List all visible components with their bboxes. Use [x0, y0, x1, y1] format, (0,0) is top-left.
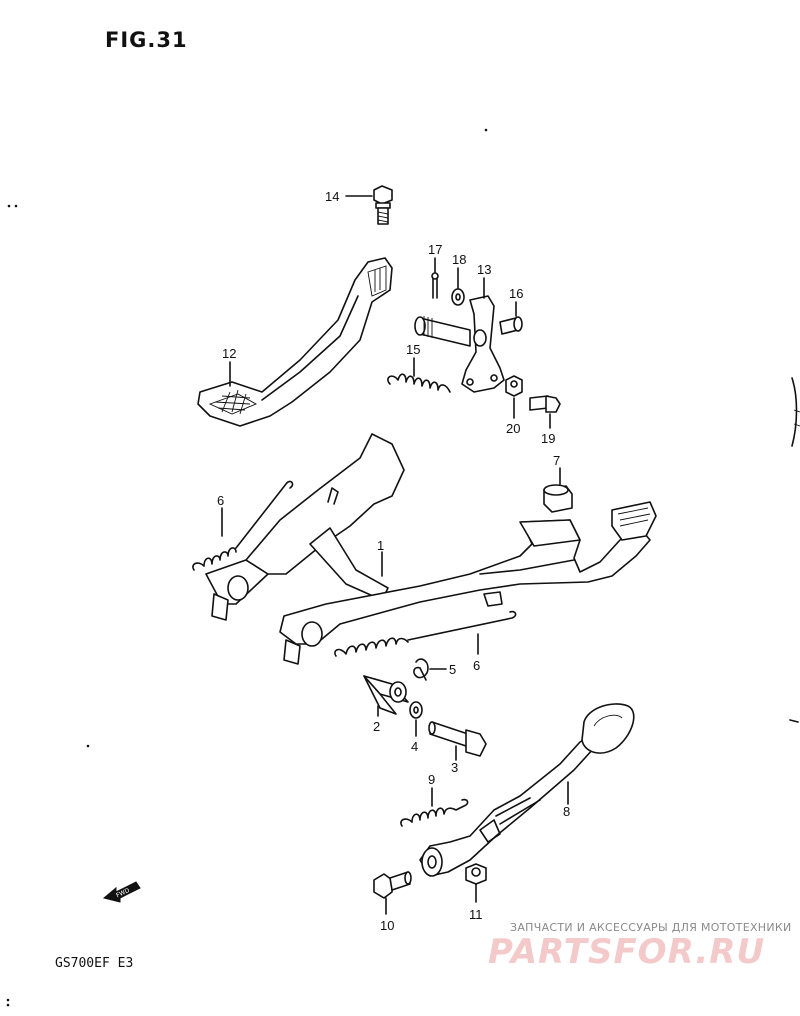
part-10-pivot-bolt — [373, 871, 412, 899]
figure-title: FIG.31 — [105, 28, 188, 52]
part-2-spacer — [363, 675, 409, 715]
label-7: 7 — [553, 453, 560, 468]
part-6-spring-lower — [334, 610, 517, 657]
label-6a: 6 — [217, 493, 224, 508]
part-8-side-stand — [419, 703, 635, 877]
label-6b: 6 — [473, 658, 480, 673]
part-6-spring-upper — [192, 480, 294, 571]
label-14: 14 — [325, 189, 339, 204]
part-12-brake-pedal — [197, 257, 393, 427]
part-5-clip — [413, 658, 429, 681]
part-15-spring — [387, 373, 451, 393]
part-18-washer — [451, 288, 465, 306]
label-17: 17 — [428, 242, 442, 257]
label-9: 9 — [428, 772, 435, 787]
fwd-arrow-icon: FWD — [102, 881, 141, 903]
part-19-bolt — [529, 395, 561, 413]
label-5: 5 — [449, 662, 456, 677]
watermark-logo: PARTSFOR.RU — [488, 932, 766, 972]
label-13: 13 — [477, 262, 491, 277]
edge-fragments — [789, 377, 800, 723]
part-14-bolt — [373, 185, 393, 225]
label-2: 2 — [373, 719, 380, 734]
label-12: 12 — [222, 346, 236, 361]
part-20-nut — [505, 375, 523, 397]
part-3-bolt — [428, 721, 487, 757]
label-1: 1 — [377, 538, 384, 553]
label-10: 10 — [380, 918, 394, 933]
label-19: 19 — [541, 431, 555, 446]
part-9-spring — [400, 798, 469, 827]
label-11: 11 — [469, 907, 483, 922]
part-13-lever-shaft — [414, 295, 505, 393]
scan-specks — [6, 128, 488, 1007]
part-11-nut — [465, 863, 487, 885]
label-3: 3 — [451, 760, 458, 775]
model-code: GS700EF E3 — [55, 956, 134, 971]
part-16-bolt — [499, 316, 523, 335]
part-1-center-stand — [205, 433, 657, 665]
label-16: 16 — [509, 286, 523, 301]
label-8: 8 — [563, 804, 570, 819]
label-20: 20 — [506, 421, 520, 436]
label-18: 18 — [452, 252, 466, 267]
part-17-cotter-pin — [431, 272, 439, 299]
part-4-washer — [409, 701, 423, 719]
part-7-rubber-stop — [543, 484, 573, 513]
label-15: 15 — [406, 342, 420, 357]
watermark-tagline: ЗАПЧАСТИ И АКСЕССУАРЫ ДЛЯ МОТОТЕХНИКИ — [510, 921, 792, 934]
label-4: 4 — [411, 739, 418, 754]
